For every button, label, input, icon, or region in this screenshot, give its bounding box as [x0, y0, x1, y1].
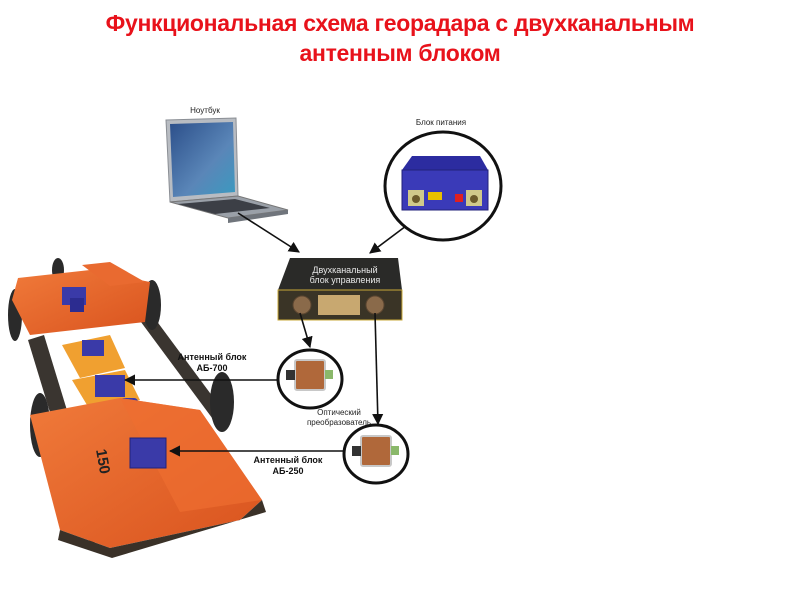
label-control-unit-line2: блок управления: [309, 275, 381, 285]
label-control-unit: Двухканальный блок управления: [290, 265, 400, 285]
label-antenna-250-line1: Антенный блок: [253, 455, 323, 465]
label-optical-converter-line1: Оптический: [317, 408, 361, 417]
laptop-image: [165, 117, 289, 223]
antenna-cart-image: 150: [8, 258, 266, 558]
optical-converter-2-image: [342, 423, 410, 485]
label-optical-converter: Оптический преобразователь: [300, 408, 378, 428]
optical-converter-1-image: [276, 348, 344, 410]
label-antenna-700-line2: АБ-700: [196, 363, 228, 373]
antenna-marking: 150: [92, 448, 113, 476]
label-antenna-700: Антенный блок АБ-700: [172, 352, 252, 374]
label-antenna-250: Антенный блок АБ-250: [248, 455, 328, 477]
connection-arrows: [123, 212, 407, 457]
label-antenna-250-line2: АБ-250: [272, 466, 304, 476]
label-optical-converter-line2: преобразователь: [306, 418, 372, 427]
label-control-unit-line1: Двухканальный: [312, 265, 378, 275]
label-power-supply: Блок питания: [415, 118, 467, 127]
control-unit-image: [277, 258, 403, 321]
title-line-2: антенным блоком: [299, 40, 501, 66]
title-line-1: Функциональная схема георадара с двухкан…: [105, 10, 695, 36]
page-title: Функциональная схема георадара с двухкан…: [0, 8, 800, 68]
power-supply-image: [383, 130, 503, 242]
label-laptop: Ноутбук: [190, 106, 220, 115]
label-antenna-700-line1: Антенный блок: [177, 352, 247, 362]
